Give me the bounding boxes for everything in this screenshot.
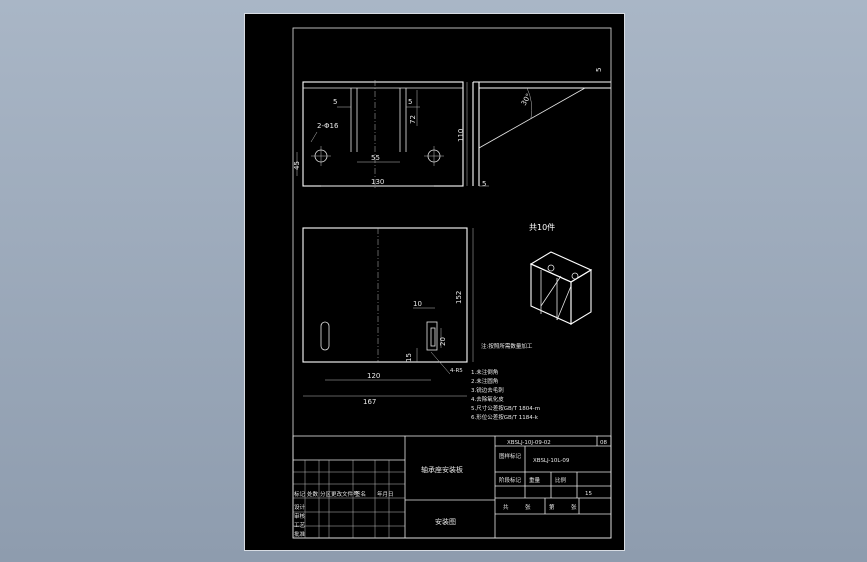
part-name: 轴承座安装板 bbox=[421, 465, 463, 474]
dim-152: 152 bbox=[455, 291, 463, 304]
title-block-column-label: 更改文件号 bbox=[331, 490, 359, 498]
dim-15: 15 bbox=[405, 353, 413, 362]
title-block-sheet-label: 张 bbox=[525, 503, 531, 511]
title-block-column-label: 年月日 bbox=[377, 490, 394, 498]
tech-req-title: 注:按照所需数量加工 bbox=[481, 342, 533, 350]
title-block-column-label: 签名 bbox=[355, 490, 366, 498]
dim-5-flange: 5 bbox=[595, 68, 603, 72]
sheet-number: 08 bbox=[600, 440, 607, 446]
dim-120: 120 bbox=[367, 372, 380, 380]
tech-note-item: 5.尺寸公差按GB/T 1804-m bbox=[471, 404, 540, 412]
dim-5-bottom: 5 bbox=[482, 180, 486, 188]
mark-label: 图样标记 bbox=[499, 452, 522, 460]
cad-drawing: 5 5 72 2-Φ16 55 45 130 110 5 30° 5 152 1… bbox=[292, 27, 612, 539]
top-front-view bbox=[296, 80, 464, 190]
dim-angle: 30° bbox=[520, 92, 533, 107]
dim-55: 55 bbox=[371, 154, 380, 162]
tech-note-item: 1.未注倒角 bbox=[471, 368, 498, 376]
dim-5-left: 5 bbox=[333, 98, 337, 106]
title-block bbox=[292, 435, 612, 539]
title-block-column-labels: 标记处数分区更改文件号签名 年月日 bbox=[294, 490, 394, 498]
dim-10: 10 bbox=[413, 300, 422, 308]
cad-viewport[interactable]: 5 5 72 2-Φ16 55 45 130 110 5 30° 5 152 1… bbox=[244, 13, 625, 551]
title-block-column-label: 分区 bbox=[320, 490, 332, 498]
title-block-row-label: 工艺 bbox=[294, 522, 306, 529]
title-block-stage-label: 阶段标记 bbox=[499, 476, 522, 484]
title-block-sheet-label: 第 bbox=[549, 503, 555, 511]
dim-45: 45 bbox=[293, 161, 301, 170]
title-block-column-label: 标记 bbox=[294, 490, 306, 498]
isometric-view bbox=[529, 251, 593, 325]
dim-72: 72 bbox=[409, 115, 417, 124]
title-block-stage-labels: 阶段标记重量 比例 bbox=[499, 476, 567, 484]
title-block-row-label: 设计 bbox=[294, 503, 306, 511]
dim-110: 110 bbox=[457, 129, 465, 142]
assembly-code: XBSLJ-10L-09 bbox=[533, 458, 570, 464]
tech-note-item: 6.形位公差按GB/T 1184-k bbox=[471, 413, 539, 421]
title-block-row-label: 批准 bbox=[294, 530, 306, 538]
dim-20: 20 bbox=[439, 337, 447, 346]
title-block-stage-label: 重量 bbox=[529, 476, 541, 484]
title-block-stage-label: 比例 bbox=[555, 476, 567, 484]
title-block-sheet-label: 共 bbox=[503, 503, 509, 511]
tech-note-item: 2.未注圆角 bbox=[471, 377, 498, 385]
quantity-note: 共10件 bbox=[529, 222, 555, 232]
dim-167: 167 bbox=[363, 398, 376, 406]
top-side-view bbox=[466, 76, 612, 187]
tech-note-item: 4.去除氧化皮 bbox=[471, 395, 504, 403]
plate-view bbox=[302, 227, 474, 397]
title-block-sheet-label: 张 bbox=[571, 503, 577, 511]
title-block-sheet-labels: 共张第张 bbox=[503, 503, 577, 511]
dim-130: 130 bbox=[371, 178, 384, 186]
dim-5-right: 5 bbox=[408, 98, 412, 106]
title-block-row-label: 审核 bbox=[294, 512, 306, 520]
dim-hole: 2-Φ16 bbox=[317, 122, 339, 130]
dim-radius: 4-R5 bbox=[450, 368, 463, 374]
scale-value: 15 bbox=[585, 491, 592, 497]
drawing-code-top: XBSLJ-10J-09-02 bbox=[507, 440, 551, 446]
title-block-column-label: 处数 bbox=[307, 490, 319, 498]
tech-note-item: 3.锐边去毛刺 bbox=[471, 386, 504, 394]
drawing-kind: 安装图 bbox=[435, 517, 456, 526]
